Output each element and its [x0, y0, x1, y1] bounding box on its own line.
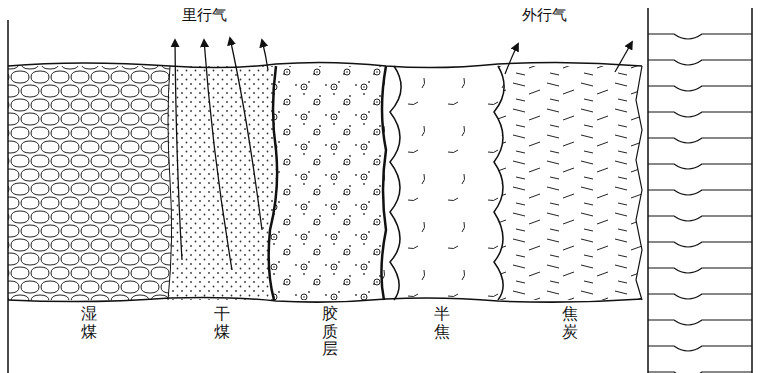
flue-divider [648, 164, 752, 169]
coal-layer-band: 胶质层 [274, 62, 386, 373]
flue-divider [648, 112, 752, 117]
flue-divider [648, 242, 752, 247]
coal-layer-band: 半焦 [386, 62, 498, 373]
coal-layer-band: 干煤 [170, 62, 274, 373]
dry-coal-layer [168, 66, 277, 300]
wet-coal-layer [8, 66, 172, 300]
flue-divider [648, 346, 752, 351]
coke-layer [494, 66, 642, 300]
layer-label: 干煤 [214, 305, 230, 340]
layer-label: 焦炭 [562, 305, 578, 340]
inner-gas-flow [175, 38, 268, 270]
flue-divider [648, 86, 752, 91]
coal-layer-band: 湿煤 [8, 62, 170, 373]
flue-divider [648, 294, 752, 299]
flue-divider [648, 60, 752, 65]
layer-boundaries [8, 62, 642, 302]
coal-layer-band: 焦炭 [498, 62, 642, 373]
flue-divider [648, 138, 752, 143]
chamber-left-wall [7, 20, 9, 373]
layer-label: 胶质层 [322, 305, 338, 358]
outer-gas-flow [505, 42, 632, 74]
semi-coke-layer [381, 66, 504, 300]
heating-wall [648, 8, 752, 373]
gas-label: 里行气 [180, 6, 229, 25]
flue-divider [648, 320, 752, 325]
plastic-layer [269, 66, 386, 300]
flue-divider [648, 34, 752, 39]
flue-divider [648, 216, 752, 221]
layer-label: 半焦 [434, 305, 450, 340]
flue-divider [648, 268, 752, 273]
flue-divider [648, 190, 752, 195]
heating-flues [648, 34, 752, 373]
flue-divider [648, 372, 752, 373]
layer-label: 湿煤 [81, 305, 97, 340]
gas-label: 外行气 [520, 6, 569, 25]
